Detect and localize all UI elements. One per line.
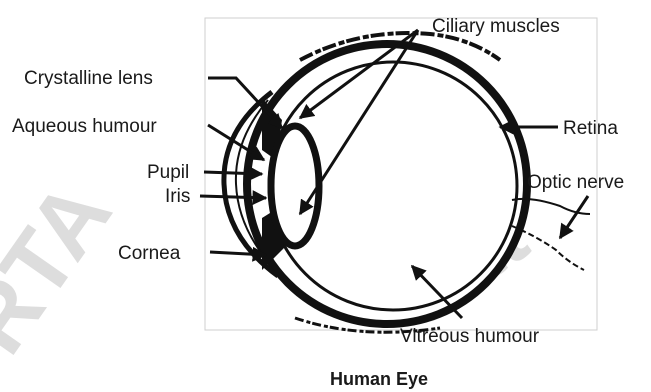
lens-shape xyxy=(271,126,319,246)
label-ciliary-muscles: Ciliary muscles xyxy=(432,16,560,37)
label-pupil: Pupil xyxy=(147,162,189,183)
label-aqueous-humour: Aqueous humour xyxy=(12,116,157,137)
label-cornea: Cornea xyxy=(118,243,181,264)
label-iris: Iris xyxy=(165,186,190,207)
label-optic-nerve: Optic nerve xyxy=(527,172,624,193)
label-retina: Retina xyxy=(563,118,618,139)
label-vitreous-humour: Vitreous humour xyxy=(400,326,540,347)
label-crystalline-lens: Crystalline lens xyxy=(24,68,153,89)
figure-caption: Human Eye xyxy=(330,369,428,389)
svg-text:RTA: RTA xyxy=(0,164,131,372)
